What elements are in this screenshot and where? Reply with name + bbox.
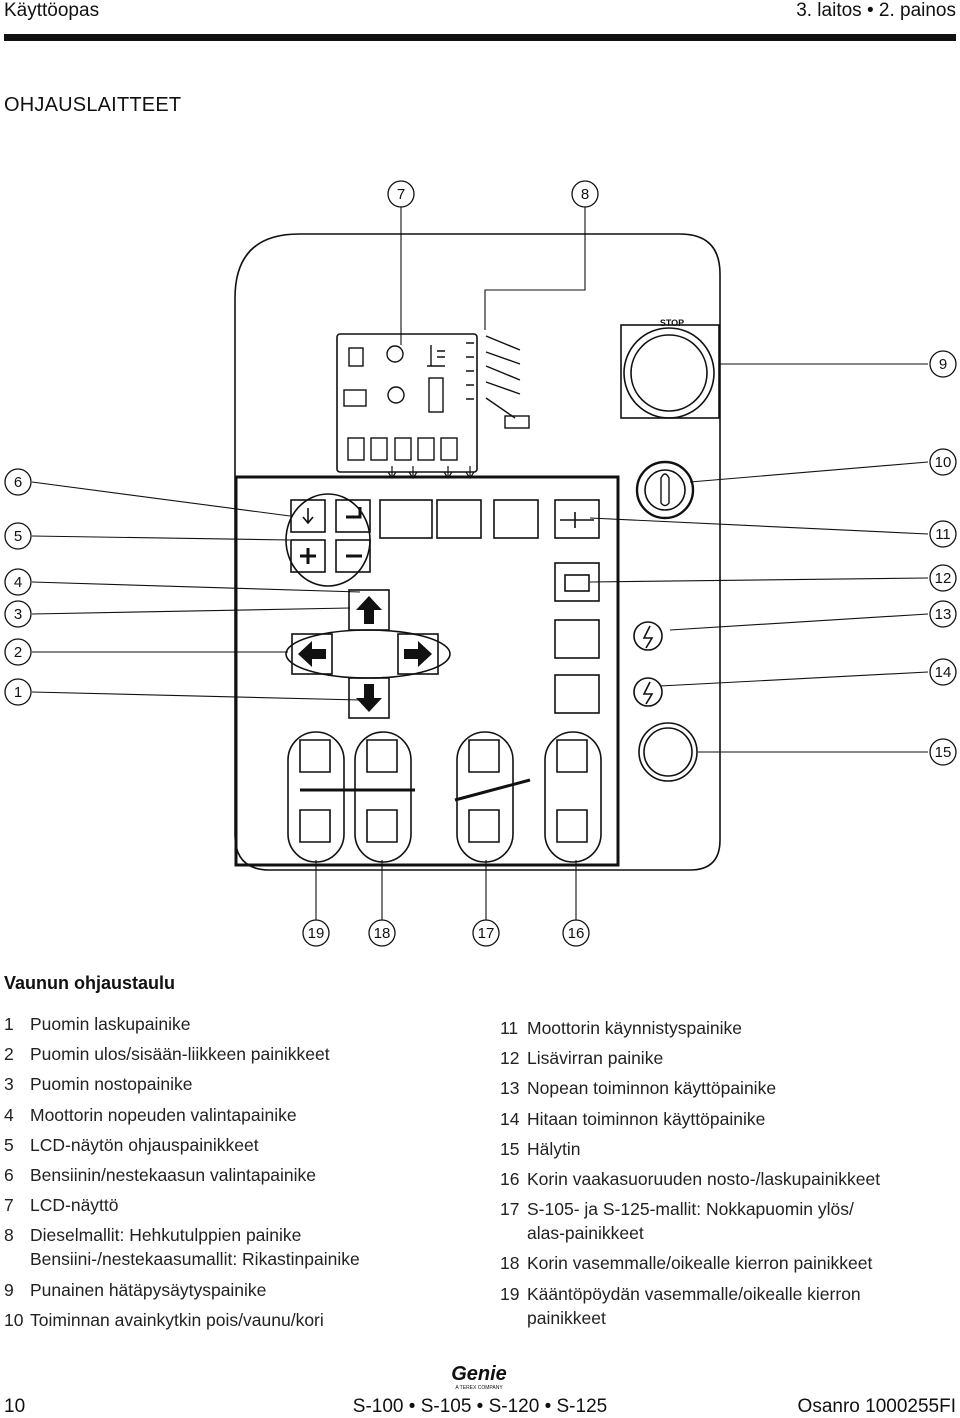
logo-word: Genie [451, 1363, 507, 1385]
membrane-panel [234, 475, 620, 867]
callout-circles [4, 180, 957, 947]
callout-11: 11 [935, 526, 951, 543]
callout-15: 15 [935, 744, 952, 761]
callout-3: 3 [14, 606, 22, 623]
boom-indicator-icons [485, 335, 530, 429]
callout-10: 10 [935, 454, 952, 471]
panel-caption: Vaunun ohjaustaulu [4, 973, 176, 993]
boom-extend-ring [285, 629, 451, 679]
high-speed-button [554, 619, 600, 659]
part-number: Osanro 1000255FI [797, 1396, 956, 1417]
lightning-icon [642, 625, 654, 649]
lcd-display [336, 333, 478, 473]
callout-8: 8 [581, 186, 589, 203]
engine-start-button [554, 499, 600, 539]
rotation-buttons [287, 731, 602, 863]
engine-speed-button [493, 499, 539, 539]
model-list: S-100 • S-105 • S-120 • S-125 [352, 1396, 608, 1417]
key-switch [635, 460, 695, 520]
callout-6: 6 [14, 474, 22, 491]
section-title: OHJAUSLAITTEET [4, 94, 182, 116]
choke-button [436, 499, 482, 539]
emergency-stop-button [623, 327, 715, 419]
control-panel-diagram: 1 2 3 4 5 6 7 8 9 10 11 12 13 14 15 16 1… [4, 180, 957, 947]
header-rule [4, 34, 956, 41]
boom-arrow-icons [298, 596, 432, 712]
callout-leaders [31, 207, 929, 920]
lcd-icons [343, 342, 474, 461]
horn-button [638, 722, 698, 782]
low-speed-button [554, 674, 600, 714]
callout-12: 12 [935, 570, 952, 587]
callout-1: 1 [14, 684, 22, 701]
callout-2: 2 [14, 644, 22, 661]
panel-outline [234, 233, 721, 871]
callout-5: 5 [14, 528, 22, 545]
callout-17: 17 [478, 925, 495, 942]
callout-14: 14 [935, 664, 952, 681]
fuel-select-button [379, 499, 433, 539]
logo-subtitle: A TEREX COMPANY [455, 1385, 503, 1391]
genie-logo: Genie A TEREX COMPANY [451, 1363, 507, 1391]
manual-title: Käyttöopas [4, 0, 100, 21]
stop-label: STOP [660, 318, 684, 328]
callout-9: 9 [939, 356, 947, 373]
callout-4: 4 [14, 574, 22, 591]
callout-18: 18 [374, 925, 391, 942]
callout-16: 16 [568, 925, 585, 942]
page-number: 10 [4, 1396, 26, 1417]
callout-13: 13 [935, 606, 952, 623]
callout-7: 7 [397, 186, 405, 203]
edition-info: 3. laitos • 2. painos [796, 0, 956, 21]
callout-19: 19 [308, 925, 325, 942]
boom-buttons [285, 589, 451, 719]
